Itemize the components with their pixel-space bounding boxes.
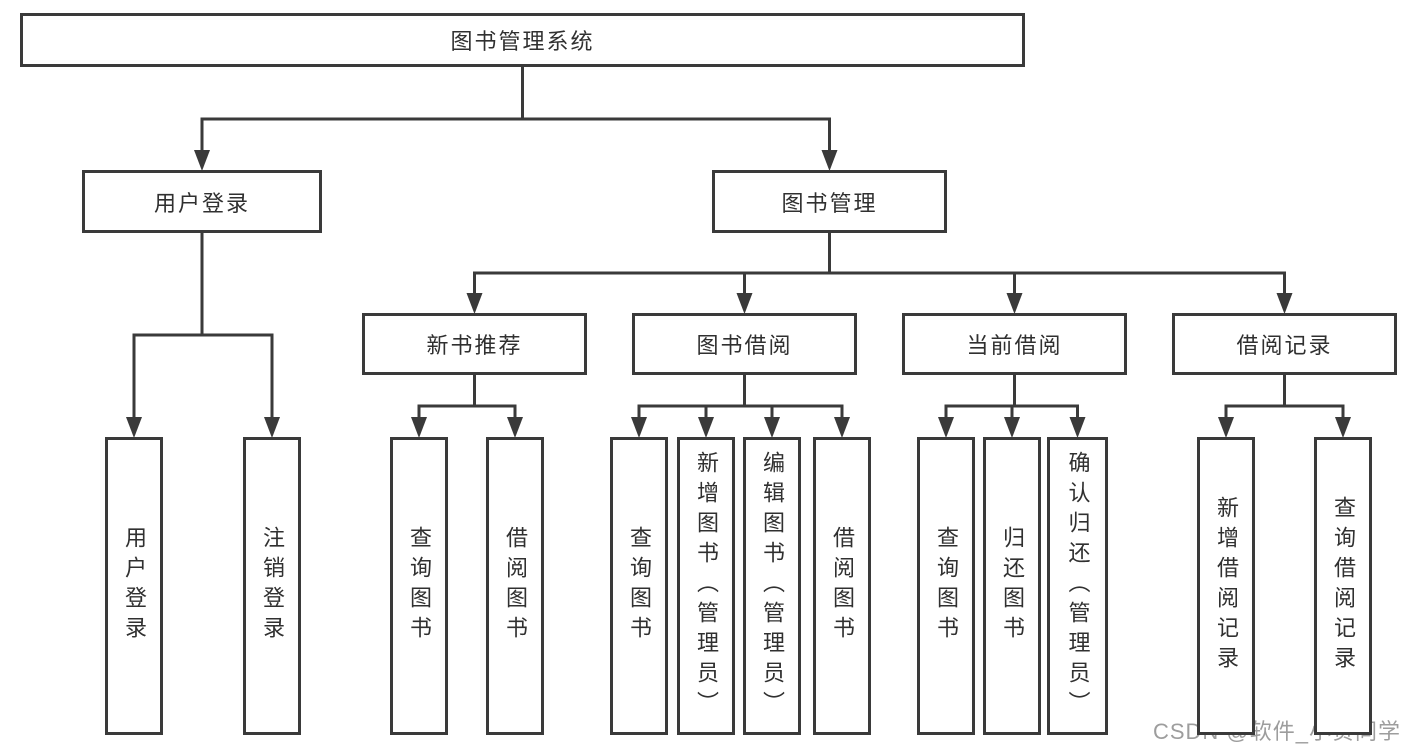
diagram-node-book-mgmt: 图书管理 [712,170,947,233]
arrowhead-icon [1004,417,1020,438]
diagram-node-label: 用户登录 [122,526,147,646]
diagram-node-rec-borrow: 借阅图书 [486,437,544,735]
diagram-node-label: 查询图书 [407,526,432,646]
arrowhead-icon [1006,293,1023,314]
diagram-node-label: 新增图书（管理员） [694,451,719,721]
diagram-node-bb-edit: 编辑图书（管理员） [743,437,801,735]
diagram-node-label: 查询图书 [627,526,652,646]
diagram-node-bb-add: 新增图书（管理员） [677,437,735,735]
diagram-node-cb-query: 查询图书 [917,437,975,735]
arrowhead-icon [764,417,780,438]
diagram-node-bb-query: 查询图书 [610,437,668,735]
diagram-node-cb-return: 归还图书 [983,437,1041,735]
diagram-node-label: 确认归还（管理员） [1065,451,1091,721]
diagram-node-bb-borrow: 借阅图书 [813,437,871,735]
diagram-node-br-query: 查询借阅记录 [1314,437,1372,735]
arrowhead-icon [126,417,142,438]
diagram-node-label: 新增借阅记录 [1214,496,1239,676]
diagram-node-label: 归还图书 [1000,526,1025,646]
diagram-node-new-book-rec: 新书推荐 [362,313,587,375]
diagram-node-label: 借阅图书 [503,526,528,646]
arrowhead-icon [411,417,427,438]
arrowhead-icon [1335,417,1351,438]
diagram-node-label: 图书管理系统 [450,29,595,54]
diagram-node-label: 图书管理 [781,190,878,216]
diagram-node-root: 图书管理系统 [20,13,1025,67]
diagram-node-login: 用户登录 [105,437,163,735]
diagram-node-label: 查询借阅记录 [1331,496,1356,676]
arrowhead-icon [194,150,210,171]
diagram-node-label: 查询图书 [934,526,959,646]
arrowhead-icon [466,293,483,314]
arrowhead-icon [1276,293,1293,314]
diagram-node-label: 图书借阅 [696,333,793,358]
arrowhead-icon [821,150,838,171]
arrowhead-icon [938,417,954,438]
arrowhead-icon [507,417,523,438]
diagram-node-label: 新书推荐 [426,333,523,358]
diagram-node-label: 当前借阅 [966,333,1063,358]
diagram-node-borrow-records: 借阅记录 [1172,313,1397,375]
diagram-node-label: 编辑图书（管理员） [760,451,785,721]
diagram-node-label: 借阅记录 [1236,333,1333,358]
diagram-node-cb-confirm: 确认归还（管理员） [1047,437,1108,735]
diagram-node-label: 用户登录 [153,190,250,216]
arrowhead-icon [1069,417,1086,438]
arrowhead-icon [264,417,280,438]
diagram-node-rec-query: 查询图书 [390,437,448,735]
diagram-node-book-borrow: 图书借阅 [632,313,857,375]
arrowhead-icon [698,417,714,438]
diagram-node-logout: 注销登录 [243,437,301,735]
diagram-node-br-add: 新增借阅记录 [1197,437,1255,735]
arrowhead-icon [631,417,647,438]
diagram-node-label: 借阅图书 [830,526,855,646]
arrowhead-icon [1218,417,1234,438]
diagram-node-current-borrow: 当前借阅 [902,313,1127,375]
arrowhead-icon [736,293,753,314]
arrowhead-icon [834,417,850,438]
diagram-node-label: 注销登录 [260,526,285,646]
diagram-node-user-login: 用户登录 [82,170,322,233]
